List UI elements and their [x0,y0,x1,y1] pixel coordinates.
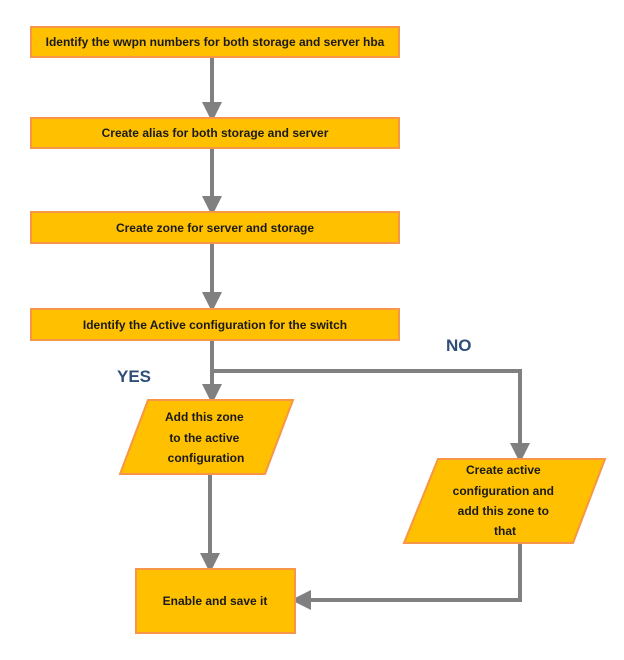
step-add-zone-to-active [118,399,295,475]
step-create-alias [30,117,400,149]
step-create-zone-label: Create zone for server and storage [116,221,314,235]
step-enable-save [135,568,296,634]
add-zone-line-2: to the active [169,431,239,445]
step-create-active-config [402,458,607,544]
arrow-create-active-to-enable [291,543,522,610]
step-identify-wwpn [30,26,400,58]
step-create-active-config-label: Create active configuration and add this… [453,463,558,538]
step-add-zone-to-active-label: Add this zone to the active configuratio… [165,410,247,465]
create-active-line-2: configuration and [453,484,554,498]
add-zone-line-1: Add this zone [165,410,244,424]
create-active-line-1: Create active [466,463,541,477]
step-create-zone [30,211,400,244]
step-identify-active-config [30,308,400,341]
create-active-line-4: that [494,524,516,538]
yes-label: YES [117,367,151,386]
step-identify-active-config-label: Identify the Active configuration for th… [83,318,347,332]
step-create-alias-label: Create alias for both storage and server [102,126,329,140]
arrow-no-branch [212,369,530,463]
step-enable-save-label: Enable and save it [163,594,268,608]
step-identify-wwpn-label: Identify the wwpn numbers for both stora… [46,35,385,49]
no-label: NO [446,336,472,355]
create-active-line-3: add this zone to [458,504,549,518]
add-zone-line-3: configuration [168,451,245,465]
